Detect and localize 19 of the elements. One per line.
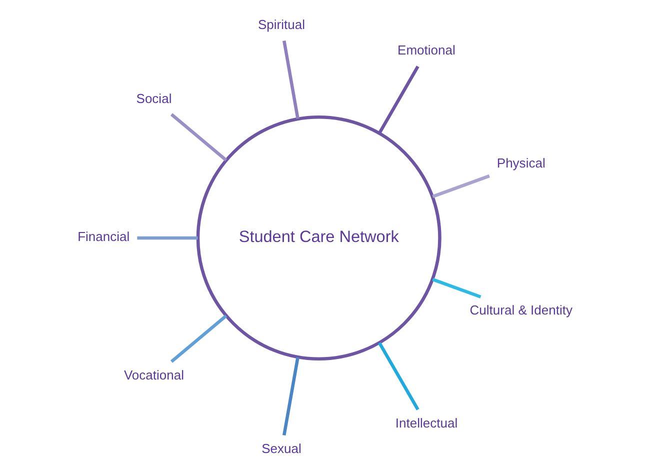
node-text: Sexual bbox=[262, 441, 302, 456]
connector bbox=[378, 66, 420, 134]
connector bbox=[282, 357, 300, 436]
node-text: Intellectual bbox=[395, 415, 458, 430]
connector bbox=[170, 314, 228, 363]
connector bbox=[170, 113, 228, 162]
node-circle: Student Care Network bbox=[196, 115, 442, 361]
node-text: Spiritual bbox=[258, 17, 306, 32]
connector bbox=[378, 342, 420, 410]
node-text: Social bbox=[136, 90, 172, 106]
connector bbox=[432, 174, 490, 198]
node-text: Vocational bbox=[124, 367, 184, 382]
connector bbox=[432, 278, 482, 298]
node-text: Cultural & Identity bbox=[470, 302, 572, 318]
node-text: Physical bbox=[496, 155, 546, 170]
node-text: Emotional bbox=[398, 42, 456, 58]
connector bbox=[137, 236, 198, 240]
connector bbox=[282, 40, 300, 119]
node-text: Financial bbox=[78, 229, 130, 244]
